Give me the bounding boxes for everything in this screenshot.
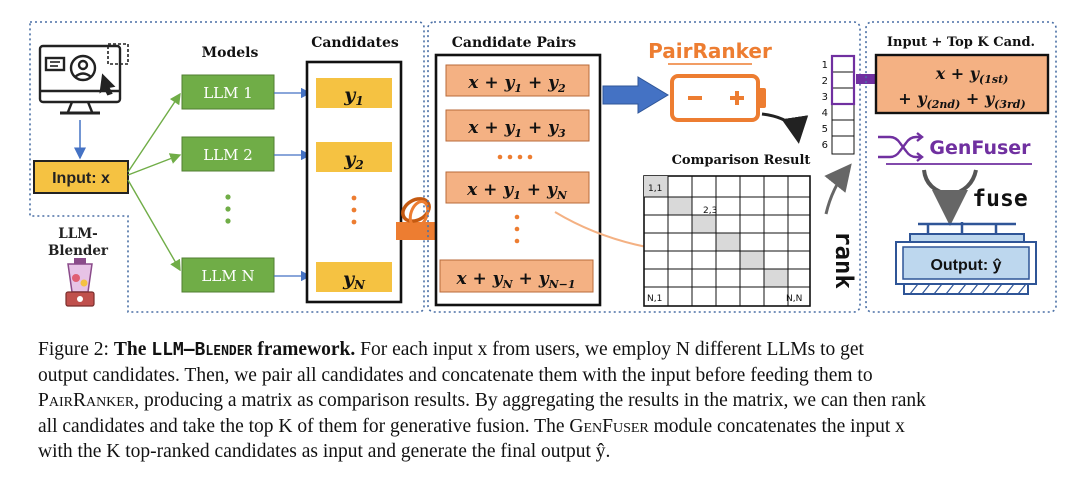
caption-bold-the: The (113, 339, 147, 360)
genfuser-title: GenFuser (929, 137, 1031, 159)
candidate-box-1 (316, 78, 392, 108)
comparison-matrix: 1,1 2,3 N,1 N,N (643, 175, 811, 307)
model-box-1 (181, 74, 275, 110)
panel-genfuser: Input + Top K Cand. x + y(1st) + y(2nd) … (865, 21, 1057, 313)
rank-number-1: 1 (822, 60, 828, 71)
pair-ellipsis-1 (497, 154, 533, 160)
caption-line-5: with the K top-ranked candidates as inpu… (38, 441, 611, 462)
model-box-2 (181, 136, 275, 172)
caption-line-2: output candidates. Then, we pair all can… (38, 364, 873, 386)
rank-number-6: 6 (822, 140, 828, 151)
caption-text-4a: all candidates and take the top K of the… (38, 415, 565, 437)
matrix-label-1-1: 1,1 (648, 184, 662, 194)
pair-ellipsis-2 (514, 214, 520, 244)
rank-number-5: 5 (822, 124, 828, 135)
panel-llms: Input: x LLM- Blender Models Candidates … (29, 21, 425, 313)
caption-genfuser: GenFuser (569, 415, 649, 437)
blender-label-2: Blender (48, 243, 109, 259)
pair-row-4: x + yN + yN−1 (439, 259, 594, 293)
ranker-title: PairRanker (648, 39, 772, 63)
blender-icon (65, 258, 95, 307)
fuse-label: fuse (972, 186, 1027, 212)
model-ellipsis (225, 194, 231, 224)
rank-number-2: 2 (822, 76, 828, 87)
output-press-icon (895, 222, 1037, 295)
llm-blender-framework-figure: Input: x LLM- Blender Models Candidates … (29, 21, 1057, 313)
rank-number-3: 3 (822, 92, 828, 103)
input-label: Input: x (52, 170, 110, 187)
matrix-label-n-n: N,N (786, 294, 802, 304)
caption-pairranker: PairRanker (38, 390, 135, 411)
blender-label-1: LLM- (58, 226, 98, 242)
caption-line-3: PairRanker, producing a matrix as compar… (38, 388, 1044, 414)
models-title: Models (202, 45, 259, 61)
svg-text:x + y1 + yN: x + y1 + yN (466, 180, 568, 202)
topk-box (874, 53, 1050, 115)
rank-label: rank (830, 231, 858, 289)
model-label-1: LLM 1 (203, 84, 253, 102)
input-box (33, 160, 129, 194)
candidate-box-n (316, 262, 392, 292)
candidate-box-2 (316, 142, 392, 172)
caption-text-4b: module concatenates the input x (653, 415, 905, 437)
model-box-n (181, 257, 275, 293)
user-computer-icon (38, 43, 129, 115)
rank-column: 1 2 3 4 5 6 (822, 54, 856, 155)
candidate-ellipsis (351, 195, 357, 225)
rank-number-4: 4 (822, 108, 828, 119)
caption-bold-framework: framework. (257, 339, 356, 360)
model-label-2: LLM 2 (203, 146, 253, 164)
comparison-title: Comparison Result (672, 153, 811, 168)
caption-line-1: Figure 2: The LLM–Blender framework. For… (38, 337, 1044, 363)
pair-row-2: x + y1 + y3 (445, 109, 590, 142)
caption-text-3: , producing a matrix as comparison resul… (134, 390, 926, 411)
caption-text-1: For each input x from users, we employ N… (360, 339, 864, 360)
output-label: Output: ŷ (930, 257, 1001, 274)
figure-caption: Figure 2: The LLM–Blender framework. For… (38, 337, 1044, 465)
caption-line-4: all candidates and take the top K of the… (38, 414, 1044, 440)
matrix-label-2-3: 2,3 (703, 206, 717, 216)
model-label-n: LLM N (201, 267, 254, 285)
caption-figure-number: Figure 2: (38, 339, 109, 360)
shuffle-icon (878, 132, 924, 162)
pair-row-3: x + y1 + yN (445, 171, 590, 204)
svg-text:x + y1 + y2: x + y1 + y2 (467, 73, 566, 95)
caption-framework-name: LLM–Blender (151, 339, 253, 360)
matrix-label-n-1: N,1 (647, 294, 662, 304)
battery-icon (670, 74, 766, 122)
candidates-title: Candidates (311, 35, 399, 51)
pair-row-1: x + y1 + y2 (445, 64, 590, 97)
topk-title: Input + Top K Cand. (887, 35, 1035, 50)
svg-text:x + yN + yN−1: x + yN + yN−1 (455, 269, 575, 291)
svg-text:x + y1 + y3: x + y1 + y3 (467, 118, 566, 140)
pairs-title: Candidate Pairs (452, 35, 577, 51)
panel-pairranker: Candidate Pairs x + y1 + y2 x + y1 + y3 … (427, 21, 861, 313)
